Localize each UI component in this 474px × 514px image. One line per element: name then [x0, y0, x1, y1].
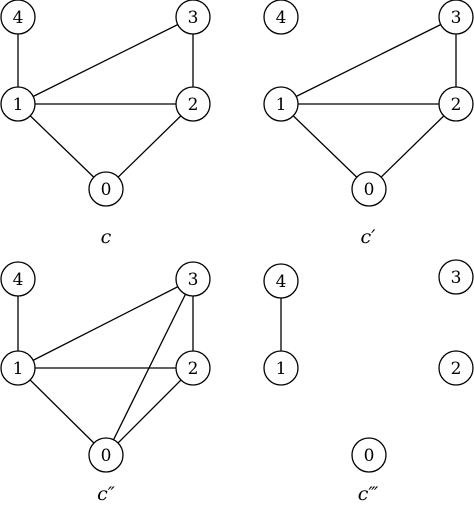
- node-label: 2: [188, 359, 199, 379]
- node-label: 3: [188, 270, 199, 290]
- node-circle: [263, 350, 299, 386]
- node-3: 3: [438, 259, 474, 295]
- caption-c: c: [101, 226, 112, 248]
- caption-c-prime: c′: [361, 226, 377, 248]
- node-label: 0: [364, 446, 375, 466]
- node-label: 1: [13, 359, 24, 379]
- node-0: 0: [88, 171, 124, 207]
- node-circle: [88, 171, 124, 207]
- node-circle: [351, 171, 387, 207]
- node-circle: [175, 261, 211, 297]
- node-1: 1: [263, 350, 299, 386]
- node-circle: [175, 0, 211, 35]
- node-label: 4: [276, 272, 287, 292]
- node-2: 2: [438, 86, 474, 122]
- edge-3-0: [105, 278, 194, 456]
- node-circle: [263, 263, 299, 299]
- node-3: 3: [175, 0, 211, 35]
- node-label: 1: [276, 359, 287, 379]
- node-label: 1: [13, 95, 24, 115]
- edge-2-0: [105, 103, 194, 190]
- node-circle: [175, 350, 211, 386]
- node-2: 2: [175, 86, 211, 122]
- node-label: 3: [451, 8, 462, 28]
- graph-c-prime: 0 1 2 3 4: [263, 0, 474, 207]
- node-label: 1: [276, 95, 287, 115]
- graph-c: 0 1 2 3 4: [0, 0, 211, 207]
- node-2: 2: [438, 350, 474, 386]
- node-circle: [263, 0, 299, 35]
- edge-1-3: [17, 16, 194, 105]
- edge-1-0: [17, 367, 107, 456]
- node-circle: [0, 0, 36, 35]
- node-label: 0: [101, 180, 112, 200]
- edge-1-3: [280, 16, 457, 105]
- node-circle: [0, 261, 36, 297]
- node-circle: [438, 350, 474, 386]
- node-label: 4: [276, 8, 287, 28]
- node-0: 0: [351, 171, 387, 207]
- node-4: 4: [263, 0, 299, 35]
- node-circle: [351, 437, 387, 473]
- node-3: 3: [175, 261, 211, 297]
- node-1: 1: [263, 86, 299, 122]
- node-label: 4: [13, 270, 24, 290]
- node-4: 4: [0, 0, 36, 35]
- node-circle: [0, 86, 36, 122]
- node-1: 1: [0, 350, 36, 386]
- edge-1-0: [17, 103, 107, 190]
- edge-2-0: [368, 103, 457, 190]
- node-0: 0: [351, 437, 387, 473]
- node-0: 0: [88, 437, 124, 473]
- node-circle: [438, 86, 474, 122]
- node-label: 4: [13, 8, 24, 28]
- node-label: 0: [101, 446, 112, 466]
- node-label: 3: [188, 8, 199, 28]
- node-circle: [0, 350, 36, 386]
- graph-c-triple-prime: 0 1 2 3 4: [263, 259, 474, 473]
- node-2: 2: [175, 350, 211, 386]
- node-circle: [438, 259, 474, 295]
- edge-1-0: [280, 103, 370, 190]
- node-4: 4: [0, 261, 36, 297]
- node-label: 2: [451, 95, 462, 115]
- node-circle: [175, 86, 211, 122]
- caption-c-triple-prime: c‴: [358, 483, 379, 505]
- node-circle: [263, 86, 299, 122]
- node-1: 1: [0, 86, 36, 122]
- node-label: 3: [451, 268, 462, 288]
- node-4: 4: [263, 263, 299, 299]
- graph-c-double-prime: 0 1 2 3 4: [0, 261, 211, 473]
- edge-1-3: [17, 278, 194, 369]
- node-3: 3: [438, 0, 474, 35]
- node-label: 2: [451, 359, 462, 379]
- node-circle: [438, 0, 474, 35]
- edge-2-0: [105, 367, 194, 456]
- node-label: 2: [188, 95, 199, 115]
- caption-c-double-prime: c″: [97, 483, 115, 505]
- node-label: 0: [364, 180, 375, 200]
- node-circle: [88, 437, 124, 473]
